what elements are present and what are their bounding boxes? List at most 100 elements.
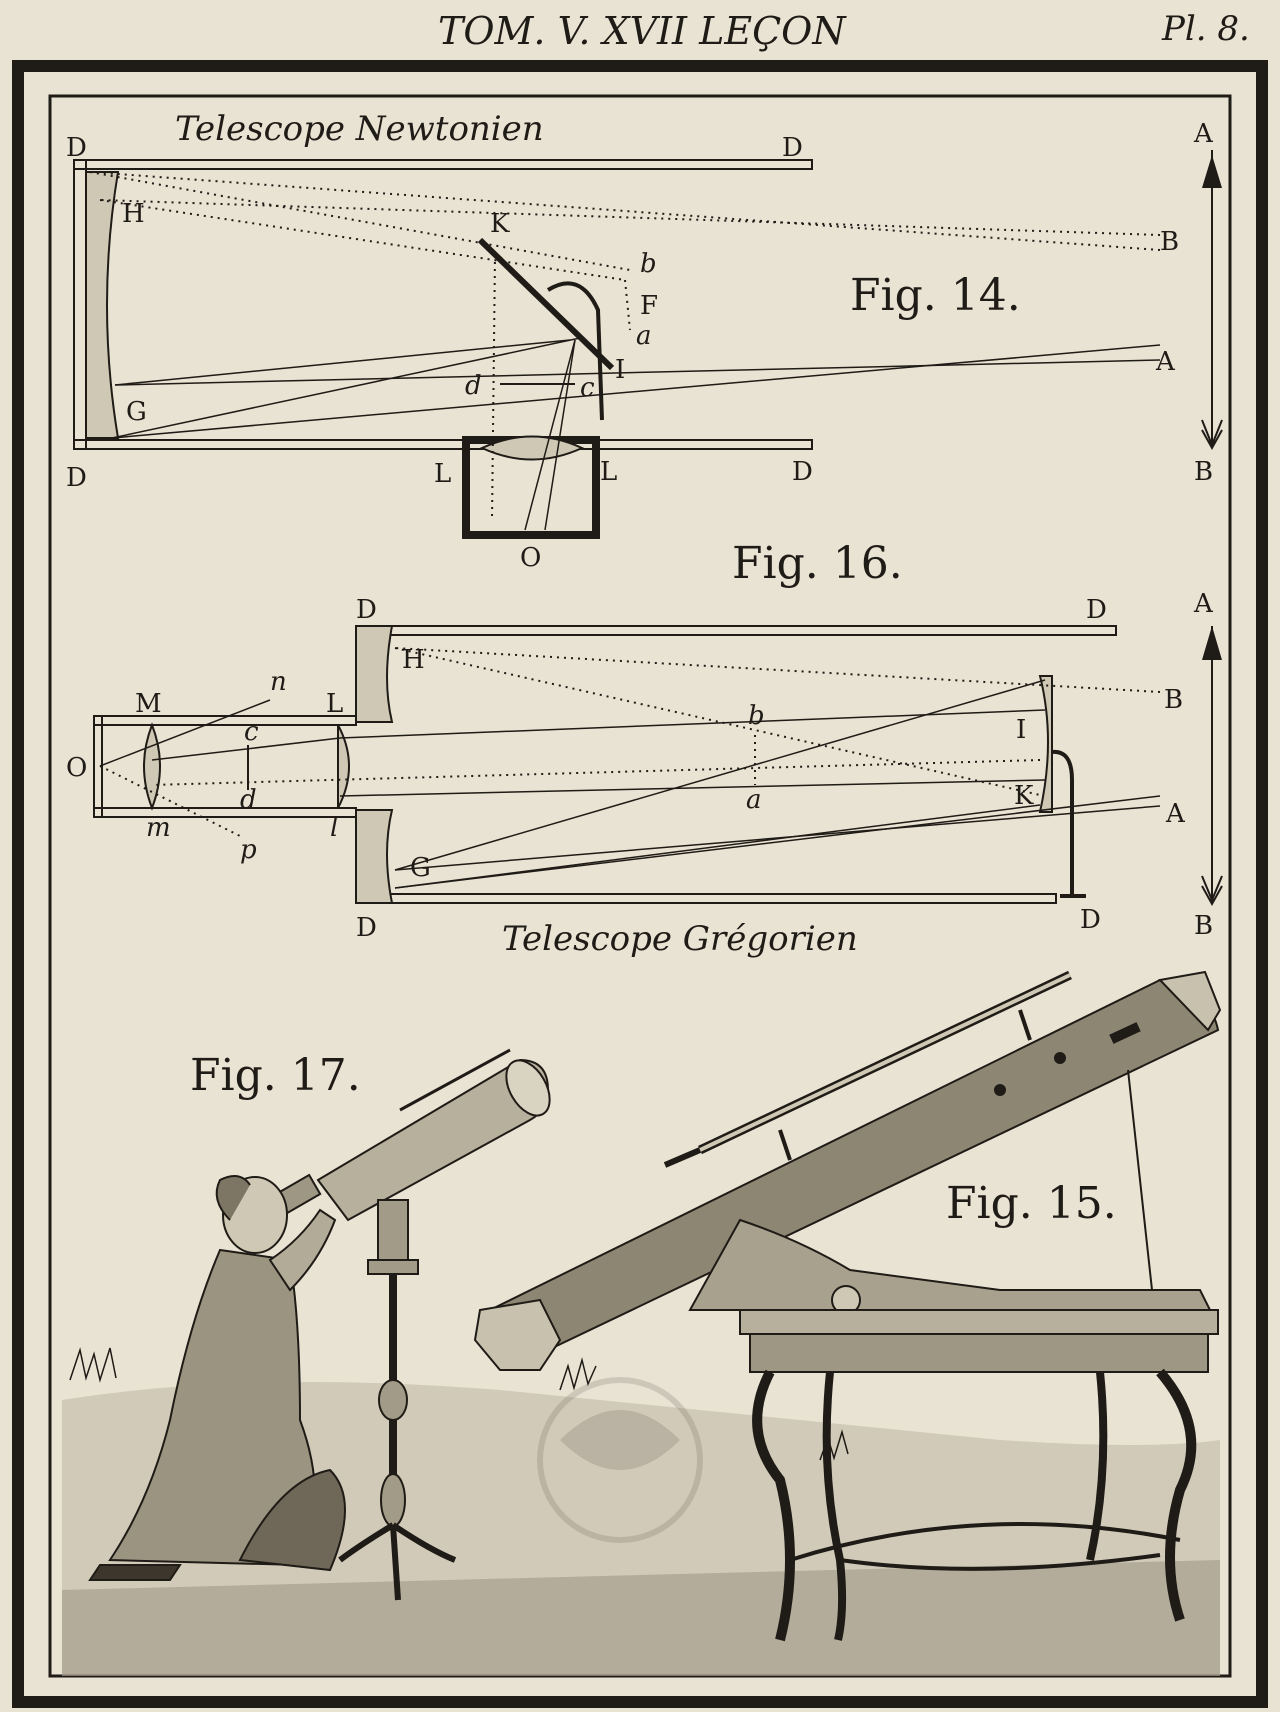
fig16-letter-p: p: [240, 835, 257, 865]
fig16-eyepiece-tube-bottom: [93, 807, 357, 818]
fig14-arrow-bottom-label: B: [1194, 457, 1213, 487]
fig14-letter-F: F: [640, 291, 658, 321]
fig14-ray-dotted: [99, 199, 1161, 236]
fig16-letter-l: l: [330, 813, 338, 843]
fig14-letter-L: L: [600, 457, 617, 487]
plate-number: Pl. 8.: [1161, 9, 1250, 49]
fig14-object-arrow-head: [1202, 155, 1222, 188]
fig14-letter-O: O: [520, 543, 541, 573]
fig16-letter-D: D: [356, 913, 377, 943]
fig14-ray-dotted: [624, 279, 631, 331]
fig14-ray-dotted: [89, 171, 1161, 251]
fig16-letter-d: d: [240, 785, 257, 815]
fig16-secondary-mirror: [1038, 675, 1053, 813]
fig16-eye-lens: [143, 722, 161, 811]
fig16-ray: [151, 737, 341, 761]
fig16-letter-G: G: [410, 853, 431, 883]
fig16-eyepiece-end: [93, 715, 103, 818]
plate-header-title: TOM. V. XVII LEÇON: [438, 9, 847, 53]
fig14-letter-D: D: [782, 133, 803, 163]
fig16-field-lens: [337, 724, 350, 809]
fig16-ray-dotted: [394, 647, 1041, 796]
fig17-observer-illustration: Fig. 17.: [88, 1048, 551, 1601]
fig14-ray: [114, 339, 571, 386]
fig17-fig-label: Fig. 17.: [190, 1050, 361, 1101]
fig14-ray: [111, 337, 581, 439]
fig14-ray: [544, 339, 576, 531]
fig14-letter-K: K: [490, 209, 510, 239]
fig16-letter-b: b: [748, 701, 765, 731]
fig16-ray: [394, 805, 1161, 871]
fig16-letter-M: M: [135, 689, 162, 719]
fig14-letter-D: D: [792, 457, 813, 487]
fig16-letter-m: m: [146, 813, 171, 843]
fig14-fig-label: Fig. 14.: [850, 270, 1021, 321]
fig14-tube-bottom-wall: [73, 439, 813, 450]
fig14-letter-b: b: [640, 249, 657, 279]
fig14-ray: [524, 339, 576, 531]
fig16-letter-A: A: [1165, 799, 1186, 829]
fig15-finder-scope: [663, 970, 1072, 1168]
fig16-primary-mirror-lower: [355, 809, 394, 904]
fig14-flat-mirror: [477, 237, 615, 371]
fig16-letter-L: L: [326, 689, 343, 719]
fig16-gregorian-diagram: Fig. 16. D: [66, 538, 1223, 959]
fig14-object-arrow-fletch: [1201, 419, 1223, 451]
fig14-tube-end: [73, 159, 87, 450]
fig16-main-tube-top: [355, 625, 1117, 636]
fig14-newtonian-diagram: Telescope Newtonien Fig. 14. D D D D H K…: [66, 109, 1223, 573]
fig14-letter-G: G: [126, 397, 147, 427]
fig16-letter-B: B: [1164, 685, 1183, 715]
fig16-ray: [99, 699, 271, 767]
fig16-object-arrow-head: [1202, 626, 1222, 660]
fig15-cradle: [688, 1218, 1212, 1311]
fig14-letter-H: H: [122, 199, 145, 229]
fig16-primary-mirror-upper: [355, 625, 394, 723]
fig15-octagonal-tube: [473, 970, 1222, 1371]
ground-hatching: [62, 1347, 1220, 1676]
fig14-arrow-top-label: A: [1193, 119, 1214, 149]
fig16-ray: [339, 709, 1046, 739]
fig14-mirror-arm: [546, 281, 604, 421]
fig14-letter-D: D: [66, 463, 87, 493]
fig14-ray: [111, 344, 1161, 439]
outer-border: [12, 60, 1268, 1708]
fig15-tension-rod: [1127, 1069, 1153, 1291]
fig16-letter-n: n: [270, 667, 287, 697]
fig16-letter-H: H: [402, 645, 425, 675]
fig15-table: [739, 1309, 1219, 1642]
fig16-letter-I: I: [1016, 715, 1026, 745]
fig14-ray: [114, 359, 1161, 386]
fig14-letter-a: a: [636, 321, 652, 351]
fig14-letter-d: d: [465, 371, 482, 401]
fig14-ray-dotted: [99, 199, 626, 281]
fig16-title: Telescope Grégorien: [502, 919, 858, 959]
fig16-ray-dotted: [151, 759, 1041, 786]
fig16-main-tube-bottom: [355, 893, 1057, 904]
fig16-arrow-top-label: A: [1193, 589, 1214, 619]
fig14-tube-top-wall: [73, 159, 813, 170]
fig14-letter-L: L: [434, 459, 451, 489]
fig16-object-arrow-fletch: [1201, 875, 1223, 907]
fig14-letter-c: c: [580, 373, 595, 403]
fig16-letter-c: c: [244, 717, 259, 747]
fig16-arrow-bottom-label: B: [1194, 911, 1213, 941]
fig17-telescope-stand: [338, 1199, 457, 1601]
fig16-letter-O: O: [66, 753, 87, 783]
fig14-letter-A: A: [1155, 347, 1176, 377]
fig14-letter-I: I: [615, 355, 625, 385]
fig16-ray: [339, 779, 1046, 797]
fig16-ray: [394, 795, 1161, 889]
fig14-ray-dotted: [89, 171, 631, 271]
fig14-letter-D: D: [66, 133, 87, 163]
fig16-secondary-support: [1051, 749, 1086, 898]
fig16-ray-dotted: [394, 647, 1161, 693]
fig16-letter-K: K: [1014, 781, 1034, 811]
fig14-letter-B: B: [1160, 227, 1179, 257]
fig16-fig-label: Fig. 16.: [732, 538, 903, 589]
fig14-concave-mirror: [85, 171, 120, 439]
fig15-fig-label: Fig. 15.: [946, 1178, 1117, 1229]
fig16-letter-D: D: [1080, 905, 1101, 935]
fig14-title: Telescope Newtonien: [175, 109, 544, 149]
